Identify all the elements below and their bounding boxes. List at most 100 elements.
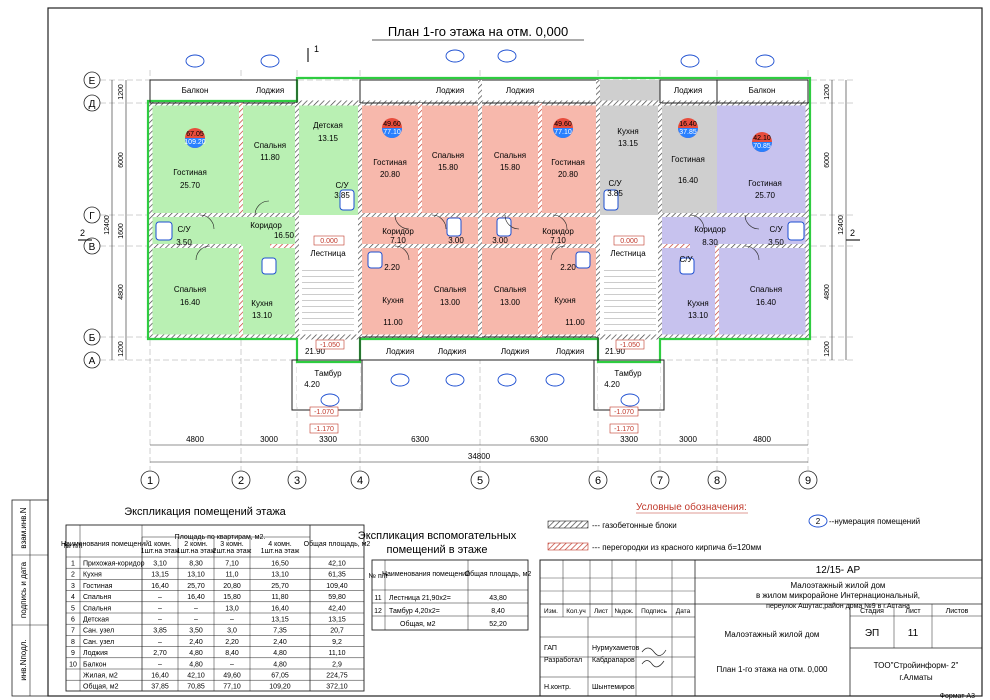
dim-label: 3000 — [260, 435, 278, 444]
cell-value: – — [158, 661, 162, 668]
side-label: подпись и дата — [19, 561, 28, 618]
cell: Общая, м2 — [400, 620, 436, 628]
room-label: Спальня — [750, 285, 782, 294]
room-label: Лоджия — [506, 86, 534, 95]
axis-number: 3 — [294, 475, 300, 487]
apt-living-area: 109.20 — [184, 139, 206, 146]
axis-number: 6 — [595, 475, 601, 487]
room-label: С/У — [335, 181, 349, 190]
cell-name: Спальня — [83, 605, 111, 612]
cell: 8,40 — [491, 608, 505, 615]
cell-value: 16,40 — [151, 673, 169, 680]
cell-num: 1 — [71, 561, 75, 568]
aux-title: Экспликация вспомогательных — [358, 530, 517, 542]
legend-item: --нумерация помещений — [829, 517, 920, 526]
room-area: 15.80 — [438, 163, 459, 172]
apt-living-area: 37.85 — [679, 129, 697, 136]
cell-num: 5 — [71, 605, 75, 612]
cell-value: 67,05 — [271, 673, 289, 680]
room-label: Лоджия — [556, 347, 584, 356]
dim-label: 6300 — [411, 435, 429, 444]
stage-value: ЭП — [865, 628, 879, 639]
wall-outline — [146, 76, 812, 364]
room-area: 16.40 — [756, 298, 777, 307]
th-sub: 3 комн. — [220, 541, 244, 548]
apt-total-area: 67.05 — [186, 131, 204, 138]
room-area: 13.15 — [318, 134, 339, 143]
axis-letter: А — [89, 356, 96, 367]
title-block — [539, 559, 983, 697]
cell-value: 59,80 — [328, 594, 346, 601]
room-label: Спальня — [434, 285, 466, 294]
dim-label: 6300 — [530, 435, 548, 444]
th-sub: 1шт.на этаж — [261, 548, 300, 555]
cell-num: 4 — [71, 594, 75, 601]
room-area: 11.80 — [260, 153, 280, 162]
room-area: 7.10 — [550, 236, 566, 245]
cell-name: Сан. узел — [83, 628, 114, 635]
room-label: С/У — [177, 225, 191, 234]
cell-value: 4,80 — [273, 661, 287, 668]
cell-value: 224,75 — [326, 673, 348, 680]
axis-letter: Г — [89, 211, 95, 222]
room-label: Спальня — [174, 285, 206, 294]
cell-value: 109,40 — [326, 583, 348, 590]
org: ТОО"Стройинформ- 2" — [874, 661, 959, 670]
sheet-name: План 1-го этажа на отм. 0,000 — [717, 665, 829, 674]
room-label: Спальня — [494, 285, 526, 294]
cell-value: 4,80 — [189, 661, 203, 668]
th: № п/п — [64, 543, 83, 550]
room-label: С/У — [769, 225, 783, 234]
cell: Тамбур 4,20х2= — [389, 607, 440, 615]
apt-total-area: 49.60 — [383, 121, 401, 128]
axis-letter: Б — [89, 333, 96, 344]
room-area: 8.30 — [702, 238, 718, 247]
room-label: Кухня — [617, 127, 638, 136]
cell-value: 7,35 — [273, 628, 287, 635]
cell-value: 13,10 — [271, 572, 289, 579]
axis-number: 4 — [357, 475, 363, 487]
cell-value: 42,40 — [328, 605, 346, 612]
signature — [641, 647, 667, 656]
cell-value: 2,70 — [153, 650, 167, 657]
apartment-1 — [150, 103, 297, 337]
dim-total: 34800 — [468, 452, 491, 461]
section-marks — [78, 48, 860, 241]
axis-letter: Д — [89, 99, 96, 110]
level-mark: -1.070 — [614, 409, 634, 416]
building-name: Малоэтажный жилой дом — [725, 630, 820, 639]
cell-name: Общая, м2 — [83, 683, 119, 691]
room-label: Тамбур — [614, 369, 642, 378]
cell-value: – — [194, 617, 198, 624]
room-area: 16.40 — [678, 176, 699, 185]
room-label: Кухня — [554, 296, 575, 305]
stamp-head: №док. — [614, 608, 633, 615]
cell-value: – — [158, 617, 162, 624]
room-area: 13.15 — [618, 139, 639, 148]
cell-name: Балкон — [83, 661, 107, 668]
th-sub: 1 комн. — [148, 541, 172, 548]
th-sub: 1шт.на этаж — [141, 548, 180, 555]
sheet-frame — [47, 7, 983, 697]
apartment-area-badge — [185, 118, 772, 152]
level-mark: -1.050 — [320, 342, 340, 349]
cell-value: 109,20 — [269, 684, 291, 691]
room-area: 4.20 — [604, 380, 620, 389]
dim-label: 1200 — [118, 341, 125, 357]
person: Кабдрапаров — [592, 656, 635, 664]
room-label: Гостиная — [373, 158, 407, 167]
cell: Лестница 21,90х2= — [389, 595, 451, 602]
room-label: Лоджия — [501, 347, 529, 356]
cell-value: 16,40 — [151, 583, 169, 590]
signature — [641, 660, 665, 668]
room-area: 4.20 — [304, 380, 320, 389]
room-label: Кухня — [687, 299, 708, 308]
room-label: Коридор — [542, 227, 574, 236]
cell: 11 — [374, 595, 381, 602]
cell: 43,80 — [489, 595, 507, 602]
project-desc: в жилом микрорайоне Интернациональный, — [756, 591, 920, 600]
th: № п/п — [369, 573, 388, 580]
side-dimension — [111, 80, 847, 360]
level-mark: -1.050 — [620, 342, 640, 349]
